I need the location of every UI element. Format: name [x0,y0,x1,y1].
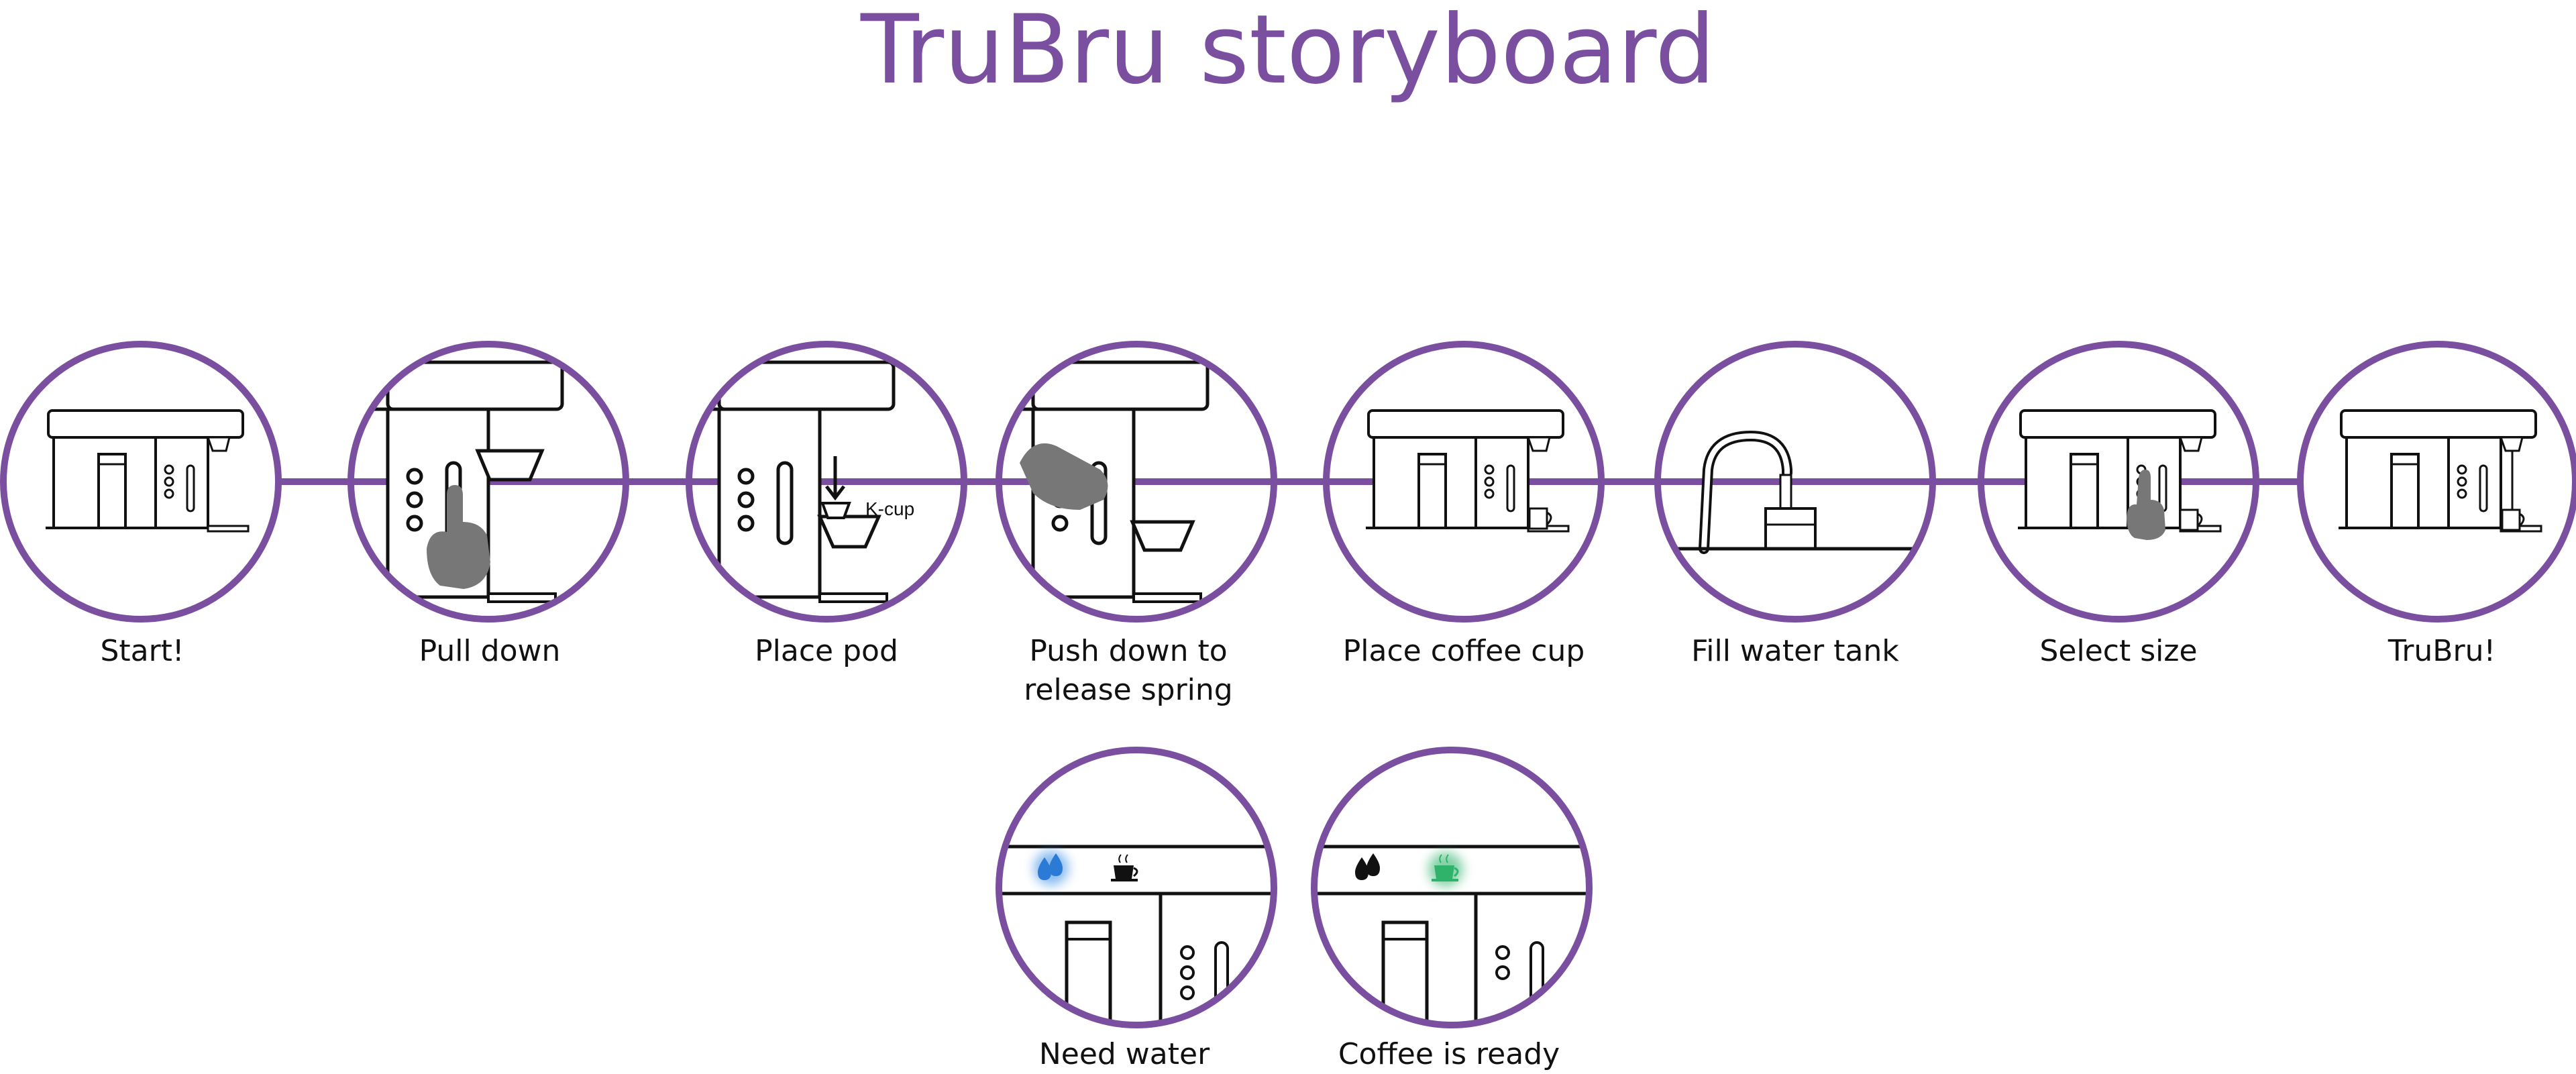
step-trubru-frame [2297,341,2576,623]
step-trubru-illustration [2337,409,2542,533]
step-place-cup-illustration [1364,409,1570,533]
step-place-pod-illustration: K-cup [679,362,914,602]
coffee-cup-icon [1528,507,1552,530]
step-label-place-cup: Place coffee cup [1342,634,1585,668]
faucet-icon [1699,430,1792,554]
coffee-cup-icon [1111,854,1138,881]
step-select-size-frame [1978,341,2259,623]
water-tank [1764,507,1817,550]
step-pull-down-frame [347,341,629,623]
step-start-frame [0,341,282,623]
step-push-down-illustration [993,362,1208,602]
step-label-trubru: TruBru! [2387,634,2496,668]
step-label-select-size: Select size [2039,634,2198,668]
water-drop-icon [1355,853,1380,880]
status-label-need-water: Need water [1038,1037,1210,1071]
step-label-fill-water: Fill water tank [1691,634,1899,668]
status-coffee-ready-illustration [1314,845,1589,1025]
water-drop-icon [1038,853,1063,880]
status-coffee-ready-frame [1311,747,1593,1028]
step-label-pull-down: Pull down [419,634,561,668]
hand-icon [2127,470,2165,540]
coffee-machine-icon [44,409,250,533]
status-label-coffee-ready: Coffee is ready [1338,1037,1560,1071]
step-fill-water-illustration [1658,430,1932,554]
step-start-illustration [44,409,250,533]
hand-icon [1020,443,1108,510]
step-pull-down-illustration [347,362,562,602]
down-arrow-icon [825,456,845,501]
step-label-push-down: Push down to release spring [1024,634,1233,707]
step-place-cup-frame [1323,341,1605,623]
step-push-down-frame [996,341,1277,623]
step-label-place-pod: Place pod [755,634,898,668]
step-label-start: Start! [100,634,184,668]
coffee-cup-icon [1432,854,1459,881]
status-need-water-frame [996,747,1277,1028]
step-fill-water-frame [1654,341,1936,623]
step-place-pod-frame [686,341,967,623]
step-select-size-illustration [2017,409,2222,540]
k-cup-annotation: K-cup [865,498,914,519]
storyboard-title: TruBru storyboard [860,0,1716,105]
water-stream [1779,474,1792,511]
status-need-water-illustration [999,845,1274,1025]
k-cup-icon [820,502,851,519]
